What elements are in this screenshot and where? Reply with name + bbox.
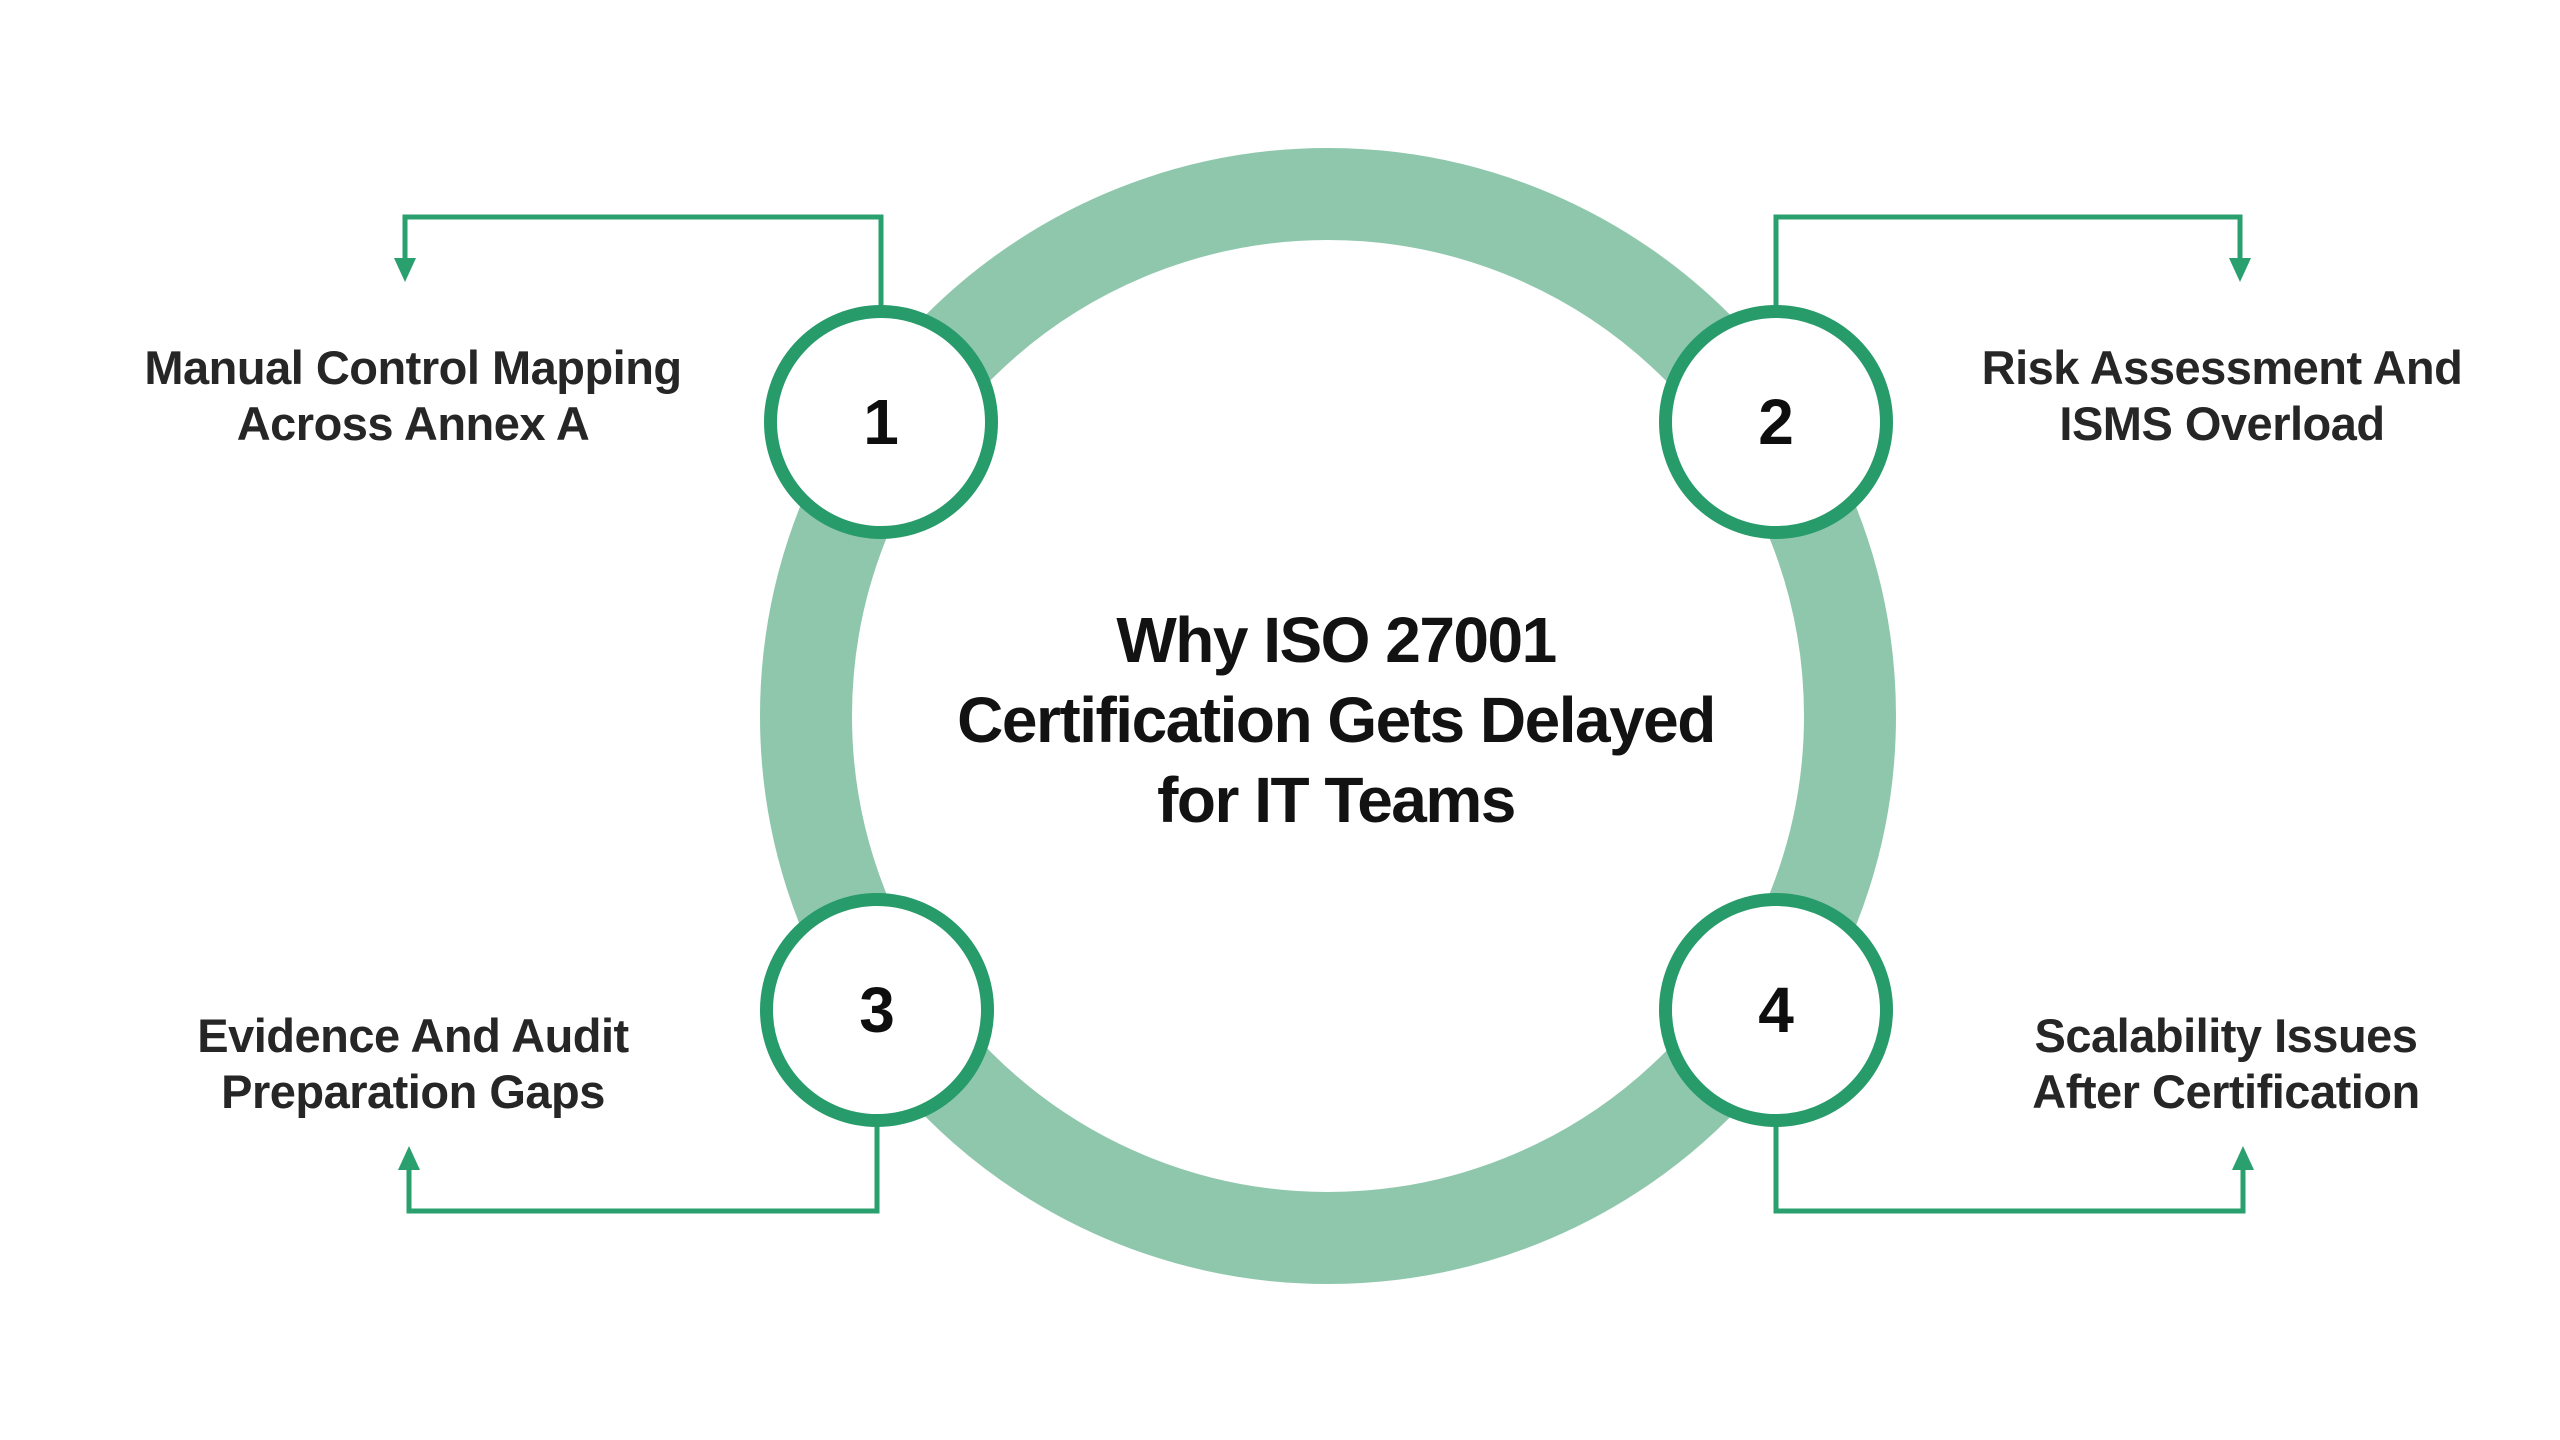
node-number-1: 1 xyxy=(863,386,899,458)
connector-bottom-right xyxy=(1773,1125,2254,1214)
arrow-down-icon xyxy=(2229,258,2251,282)
page-title: Why ISO 27001 Certification Gets Delayed… xyxy=(836,600,1836,840)
title-line-2: Certification Gets Delayed xyxy=(957,684,1716,756)
title-line-1: Why ISO 27001 xyxy=(1116,604,1557,676)
node-circle-3: 3 xyxy=(760,893,994,1127)
connector-top-right xyxy=(1773,214,2251,309)
ring xyxy=(760,148,1896,1284)
label-bottom-right-line-2: After Certification xyxy=(2032,1065,2420,1118)
label-top-right-line-2: ISMS Overload xyxy=(2059,397,2385,450)
connector-line-bottom-right xyxy=(1773,1125,2246,1214)
node-circle-1: 1 xyxy=(764,305,998,539)
label-top-right-line-1: Risk Assessment And xyxy=(1981,341,2463,394)
node-number-2: 2 xyxy=(1758,386,1794,458)
arrow-up-icon xyxy=(398,1146,420,1170)
connector-line-top-left xyxy=(402,214,884,309)
node-number-4: 4 xyxy=(1758,974,1794,1046)
node-number-3: 3 xyxy=(859,974,895,1046)
label-bottom-right-line-1: Scalability Issues xyxy=(2034,1009,2418,1062)
connector-top-left xyxy=(394,214,884,309)
label-top-left: Manual Control Mapping Across Annex A xyxy=(113,340,713,452)
connector-line-bottom-left xyxy=(406,1125,880,1214)
node-circle-4: 4 xyxy=(1659,893,1893,1127)
node-circle-2: 2 xyxy=(1659,305,1893,539)
label-bottom-left: Evidence And Audit Preparation Gaps xyxy=(113,1008,713,1120)
label-bottom-left-line-1: Evidence And Audit xyxy=(197,1009,629,1062)
label-bottom-left-line-2: Preparation Gaps xyxy=(221,1065,605,1118)
connector-bottom-left xyxy=(398,1125,880,1214)
label-top-left-line-2: Across Annex A xyxy=(236,397,590,450)
label-bottom-right: Scalability Issues After Certification xyxy=(1926,1008,2526,1120)
connector-line-top-right xyxy=(1773,214,2243,309)
arrow-up-icon xyxy=(2232,1146,2254,1170)
label-top-right: Risk Assessment And ISMS Overload xyxy=(1922,340,2522,452)
label-top-left-line-1: Manual Control Mapping xyxy=(144,341,682,394)
title-line-3: for IT Teams xyxy=(1157,764,1516,836)
arrow-down-icon xyxy=(394,258,416,282)
